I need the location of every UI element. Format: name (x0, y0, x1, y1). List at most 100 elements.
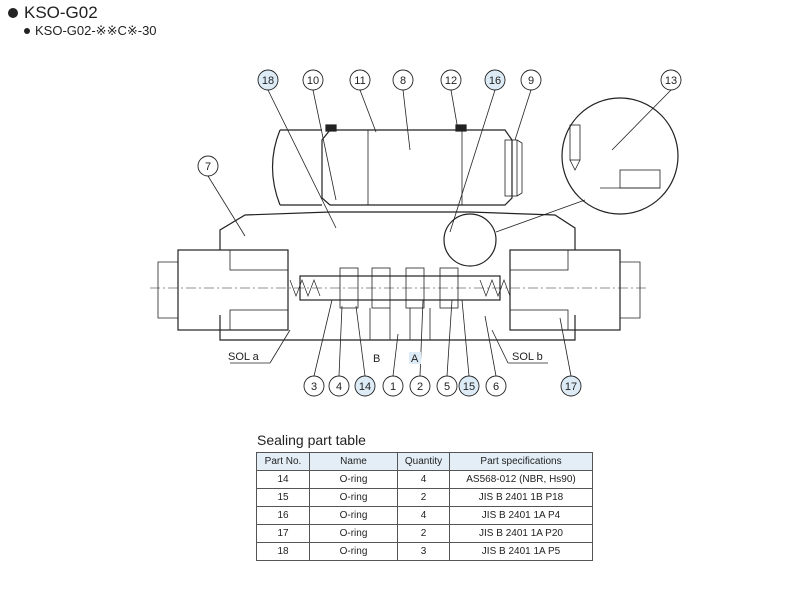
callout-number: 6 (493, 381, 499, 393)
subtitle-row: KSO-G02-※※C※-30 (8, 23, 157, 39)
bullet-icon (8, 8, 18, 18)
screw-cap (325, 124, 337, 132)
port-a-label: A (411, 353, 419, 365)
callout-number: 12 (445, 75, 457, 87)
screw-cap (455, 124, 467, 132)
callout-circle (409, 375, 431, 397)
solenoid-a (177, 249, 289, 331)
callout-14: 14 (354, 375, 376, 397)
table-cell: 2 (397, 488, 450, 507)
callout-circle (197, 155, 219, 177)
callout-15: 15 (458, 375, 480, 397)
sol-a-label: SOL a (228, 351, 260, 363)
table-cell: O-ring (309, 470, 398, 489)
callout-circle (382, 375, 404, 397)
table-cell: AS568-012 (NBR, Hs90) (449, 470, 593, 489)
table-row: 17 O-ring 2 JIS B 2401 1A P20 (256, 524, 593, 543)
callout-circle (303, 375, 325, 397)
callout-9: 9 (520, 69, 542, 91)
callout-circle (349, 69, 371, 91)
callout-circle (660, 69, 682, 91)
callout-1: 1 (382, 375, 404, 397)
port-a-highlight (409, 352, 421, 364)
callout-circle (458, 375, 480, 397)
callout-10: 10 (302, 69, 324, 91)
callout-circle (560, 375, 582, 397)
callout-circle (392, 69, 414, 91)
header: KSO-G02 KSO-G02-※※C※-30 (8, 3, 157, 39)
callout-number: 15 (463, 381, 475, 393)
callout-circle (257, 69, 279, 91)
table-cell: 3 (397, 542, 450, 561)
callout-number: 4 (336, 381, 342, 393)
port-b-label: B (373, 353, 380, 365)
callout-4: 4 (328, 375, 350, 397)
solenoid-b (509, 249, 621, 331)
callout-2: 2 (409, 375, 431, 397)
callout-number: 7 (205, 161, 211, 173)
column-header: Part No. (256, 452, 310, 471)
valve-body (219, 211, 576, 250)
callout-number: 17 (565, 381, 577, 393)
callout-8: 8 (392, 69, 414, 91)
table-cell: 17 (256, 524, 310, 543)
table-cell: JIS B 2401 1A P20 (449, 524, 593, 543)
callout-circle (302, 69, 324, 91)
callout-16: 16 (484, 69, 506, 91)
table-cell: 4 (397, 470, 450, 489)
callout-number: 16 (489, 75, 501, 87)
callout-5: 5 (436, 375, 458, 397)
callout-number: 10 (307, 75, 319, 87)
callout-number: 18 (262, 75, 274, 87)
callout-number: 11 (354, 75, 365, 87)
callout-circle (485, 375, 507, 397)
callout-circle (436, 375, 458, 397)
callout-18: 18 (257, 69, 279, 91)
column-header: Quantity (397, 452, 450, 471)
callout-circle (354, 375, 376, 397)
callout-11: 11 (349, 69, 371, 91)
callout-number: 5 (444, 381, 450, 393)
table-cell: 15 (256, 488, 310, 507)
connector-cap (271, 129, 322, 206)
bullet-icon (24, 28, 30, 34)
table-cell: 16 (256, 506, 310, 525)
callout-number: 13 (665, 75, 677, 87)
sol-b-label: SOL b (512, 351, 543, 363)
column-header: Part specifications (449, 452, 593, 471)
table-row: 14 O-ring 4 AS568-012 (NBR, Hs90) (256, 470, 593, 489)
title-row: KSO-G02 (8, 3, 157, 23)
valve-drawing (150, 97, 679, 341)
table-cell: 18 (256, 542, 310, 561)
column-header: Name (309, 452, 398, 471)
detail-inset (561, 97, 679, 215)
callout-number: 9 (528, 75, 534, 87)
table-cell: O-ring (309, 542, 398, 561)
leader-lines (207, 89, 672, 377)
callout-number: 14 (359, 381, 371, 393)
table-row: 15 O-ring 2 JIS B 2401 1B P18 (256, 488, 593, 507)
callout-7: 7 (197, 155, 219, 177)
callout-number: 8 (400, 75, 406, 87)
table-cell: O-ring (309, 488, 398, 507)
callout-number: 3 (311, 381, 317, 393)
page-subtitle: KSO-G02-※※C※-30 (35, 23, 157, 38)
spool (299, 275, 501, 301)
table-row: 18 O-ring 3 JIS B 2401 1A P5 (256, 542, 593, 561)
callout-number: 2 (417, 381, 423, 393)
table-cell: JIS B 2401 1A P5 (449, 542, 593, 561)
callout-circle (484, 69, 506, 91)
table-cell: JIS B 2401 1A P4 (449, 506, 593, 525)
table-header-row: Part No. Name Quantity Part specificatio… (256, 452, 593, 471)
callout-3: 3 (303, 375, 325, 397)
table-cell: 2 (397, 524, 450, 543)
table-cell: 4 (397, 506, 450, 525)
callout-17: 17 (560, 375, 582, 397)
callout-circle (520, 69, 542, 91)
table-cell: O-ring (309, 524, 398, 543)
callout-13: 13 (660, 69, 682, 91)
callout-circle (328, 375, 350, 397)
callout-number: 1 (390, 381, 396, 393)
detail-circle (443, 213, 497, 267)
